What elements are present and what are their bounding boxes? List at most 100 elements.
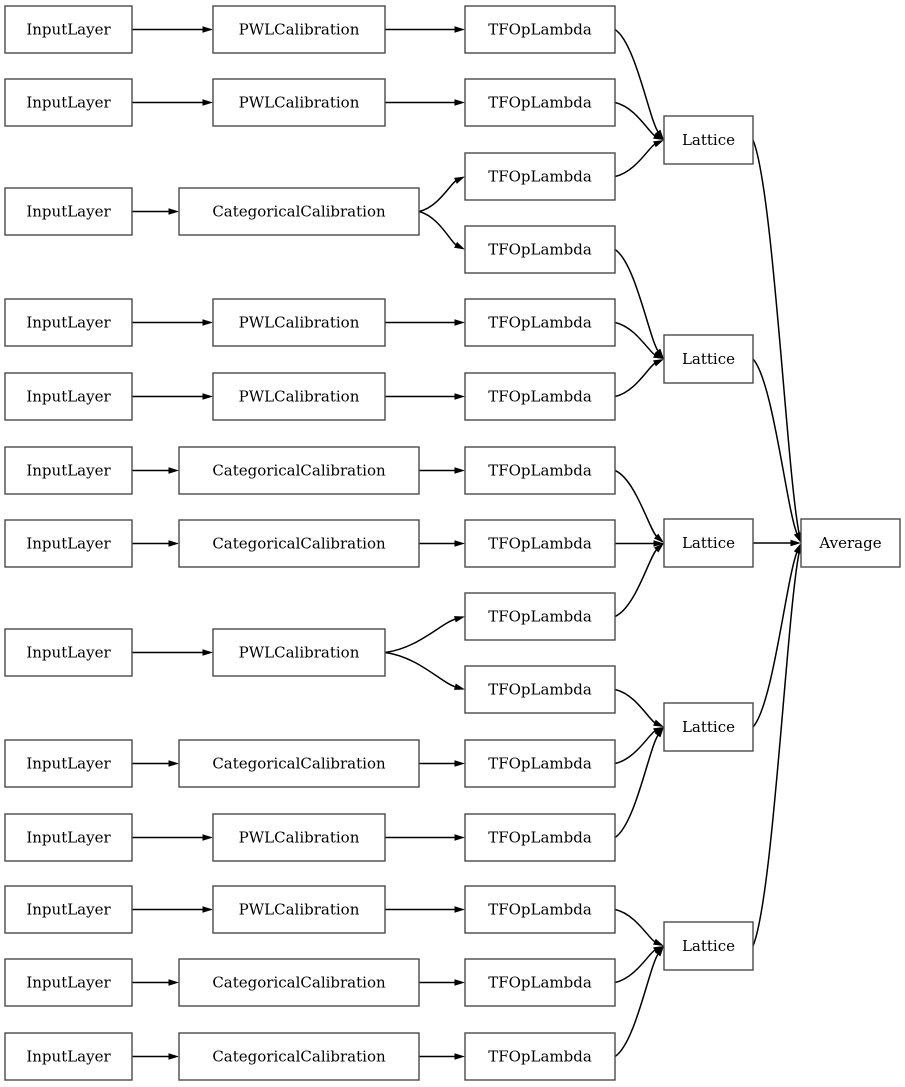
arrowhead-icon	[168, 208, 179, 215]
arrowhead-icon	[790, 539, 801, 547]
arrowhead-icon	[454, 26, 465, 33]
node-tfop-lambda-op9[interactable]: TFOpLambda	[464, 665, 616, 714]
edge-line	[614, 949, 656, 984]
edge-cal5-to-op6	[419, 467, 465, 474]
node-label: PWLCalibration	[239, 829, 360, 847]
edge-op3-to-lat1	[614, 248, 664, 359]
node-label: TFOpLambda	[488, 314, 592, 332]
node-pwlcalibration-cal1[interactable]: PWLCalibration	[212, 78, 386, 127]
node-layer: InputLayerInputLayerInputLayerInputLayer…	[4, 5, 901, 1081]
node-box	[212, 298, 386, 347]
edge-line	[614, 248, 659, 352]
node-lattice-lat2[interactable]: Lattice	[663, 518, 754, 568]
node-categorical-calibration-cal5[interactable]: CategoricalCalibration	[178, 446, 420, 495]
edge-line	[752, 552, 800, 947]
node-categorical-calibration-cal8[interactable]: CategoricalCalibration	[178, 739, 420, 788]
node-input-layer-in10[interactable]: InputLayer	[4, 885, 133, 934]
node-tfop-lambda-op10[interactable]: TFOpLambda	[464, 739, 616, 788]
node-pwlcalibration-cal3[interactable]: PWLCalibration	[212, 298, 386, 347]
edge-line	[418, 179, 457, 213]
node-pwlcalibration-cal7[interactable]: PWLCalibration	[212, 628, 386, 677]
node-label: CategoricalCalibration	[212, 203, 386, 221]
node-input-layer-in6[interactable]: InputLayer	[4, 519, 133, 568]
node-lattice-lat3[interactable]: Lattice	[663, 702, 754, 752]
arrowhead-icon	[653, 359, 664, 367]
arrowhead-icon	[654, 543, 664, 553]
node-tfop-lambda-op8[interactable]: TFOpLambda	[464, 592, 616, 641]
node-label: Lattice	[682, 718, 735, 736]
edge-line	[614, 321, 656, 356]
edge-in9-to-cal9	[132, 834, 213, 841]
node-lattice-lat4[interactable]: Lattice	[663, 921, 754, 971]
arrowhead-icon	[655, 727, 664, 738]
edge-line	[614, 953, 659, 1058]
node-categorical-calibration-cal12[interactable]: CategoricalCalibration	[178, 1032, 420, 1081]
node-label: TFOpLambda	[488, 535, 592, 553]
node-tfop-lambda-op2[interactable]: TFOpLambda	[464, 152, 616, 201]
arrowhead-icon	[653, 140, 664, 148]
node-tfop-lambda-op6[interactable]: TFOpLambda	[464, 446, 616, 495]
edge-line	[384, 618, 457, 654]
arrowhead-icon	[454, 616, 465, 623]
arrowhead-icon	[454, 760, 465, 767]
node-tfop-lambda-op4[interactable]: TFOpLambda	[464, 298, 616, 347]
edge-cal12-to-op14	[419, 1053, 465, 1060]
arrowhead-icon	[454, 979, 465, 986]
node-input-layer-in1[interactable]: InputLayer	[4, 78, 133, 127]
node-pwlcalibration-cal4[interactable]: PWLCalibration	[212, 372, 386, 421]
node-tfop-lambda-op5[interactable]: TFOpLambda	[464, 372, 616, 421]
node-input-layer-in2[interactable]: InputLayer	[4, 187, 133, 236]
node-tfop-lambda-op1[interactable]: TFOpLambda	[464, 78, 616, 127]
node-input-layer-in12[interactable]: InputLayer	[4, 1032, 133, 1081]
node-input-layer-in8[interactable]: InputLayer	[4, 739, 133, 788]
node-categorical-calibration-cal11[interactable]: CategoricalCalibration	[178, 958, 420, 1007]
node-box	[178, 446, 420, 495]
arrowhead-icon	[454, 540, 465, 547]
node-input-layer-in4[interactable]: InputLayer	[4, 372, 133, 421]
node-box	[4, 1032, 133, 1081]
node-tfop-lambda-op7[interactable]: TFOpLambda	[464, 519, 616, 568]
node-categorical-calibration-cal6[interactable]: CategoricalCalibration	[178, 519, 420, 568]
node-pwlcalibration-cal0[interactable]: PWLCalibration	[212, 5, 386, 54]
node-box	[464, 225, 616, 274]
node-input-layer-in5[interactable]: InputLayer	[4, 446, 133, 495]
arrowhead-icon	[655, 129, 664, 140]
edge-line	[614, 143, 656, 178]
node-input-layer-in3[interactable]: InputLayer	[4, 298, 133, 347]
node-label: InputLayer	[26, 94, 111, 112]
node-input-layer-in9[interactable]: InputLayer	[4, 813, 133, 862]
node-lattice-lat1[interactable]: Lattice	[663, 334, 754, 384]
edge-op13-to-lat4	[614, 946, 664, 984]
edge-line	[384, 651, 457, 688]
node-label: InputLayer	[26, 829, 111, 847]
node-tfop-lambda-op3[interactable]: TFOpLambda	[464, 225, 616, 274]
node-tfop-lambda-op13[interactable]: TFOpLambda	[464, 958, 616, 1007]
node-box	[4, 628, 133, 677]
edge-cal2-to-op3	[418, 210, 465, 250]
arrowhead-icon	[168, 760, 179, 767]
node-label: InputLayer	[26, 21, 111, 39]
node-box	[178, 958, 420, 1007]
node-box	[178, 187, 420, 236]
node-tfop-lambda-op14[interactable]: TFOpLambda	[464, 1032, 616, 1081]
node-label: TFOpLambda	[488, 755, 592, 773]
edge-lat0-to-avg	[752, 139, 803, 543]
node-tfop-lambda-op0[interactable]: TFOpLambda	[464, 5, 616, 54]
node-lattice-lat0[interactable]: Lattice	[663, 115, 754, 165]
node-input-layer-in7[interactable]: InputLayer	[4, 628, 133, 677]
node-box	[663, 115, 754, 165]
node-tfop-lambda-op11[interactable]: TFOpLambda	[464, 813, 616, 862]
node-input-layer-in11[interactable]: InputLayer	[4, 958, 133, 1007]
node-pwlcalibration-cal10[interactable]: PWLCalibration	[212, 885, 386, 934]
node-pwlcalibration-cal9[interactable]: PWLCalibration	[212, 813, 386, 862]
node-box	[4, 958, 133, 1007]
node-average-avg[interactable]: Average	[800, 518, 901, 568]
node-input-layer-in0[interactable]: InputLayer	[4, 5, 133, 54]
arrowhead-icon	[653, 540, 664, 547]
node-categorical-calibration-cal2[interactable]: CategoricalCalibration	[178, 187, 420, 236]
arrowhead-icon	[168, 467, 179, 474]
node-tfop-lambda-op12[interactable]: TFOpLambda	[464, 885, 616, 934]
edge-layer	[132, 26, 803, 1060]
arrowhead-icon	[454, 683, 465, 690]
edge-line	[614, 101, 656, 137]
